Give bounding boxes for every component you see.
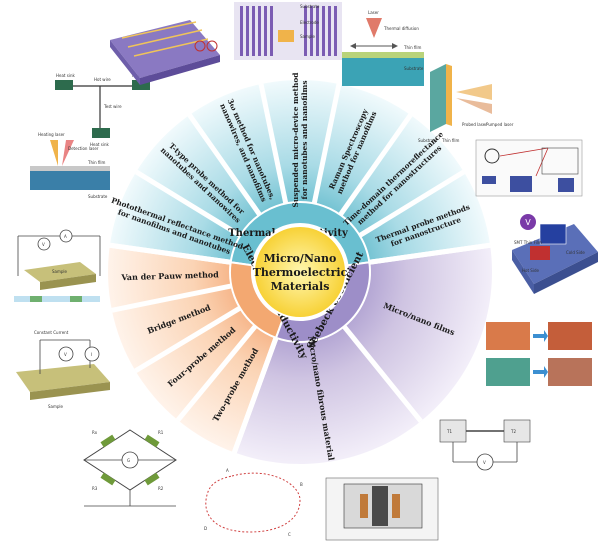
seebeck-cold-text: Cold Side [566, 250, 585, 255]
spoke-group [109, 83, 491, 454]
thermal-method-3-line-0: Suspended micro-device method [291, 73, 300, 208]
fp-cc-text: Constant Current [34, 330, 69, 335]
ptr-detection-text: Detection laser [68, 146, 99, 151]
tp-substrate-text: Substrate [418, 138, 438, 143]
sus-sample-text: Sample [300, 34, 316, 39]
ptr-substrate-text: Substrate [88, 194, 108, 199]
sector-divider [311, 83, 342, 204]
center-title-line2: Thermoelectric [253, 266, 348, 279]
bridge-rx-text: Rx [92, 430, 98, 435]
thermal-method-3-line-1: for nanotubes and nanofilms [300, 81, 309, 200]
sector-group [107, 79, 492, 464]
tdtr-laser-text: Laser [368, 10, 379, 15]
seebeck-ring-segment [274, 261, 371, 343]
seebeck-film-figure: V Cold Side Hot Side SMT Thin Film [512, 214, 598, 294]
sector-divider [342, 324, 423, 423]
fiber-v-text: V [483, 460, 486, 465]
tdtr-diffusion-text: Thermal diffusion [383, 26, 419, 31]
two-probe-figure: V A Sample [14, 229, 101, 302]
seebeck-sector [234, 245, 492, 464]
seebeck-film-text: SMT Thin Film [514, 240, 542, 245]
fp-v-text: V [64, 352, 67, 357]
tp-pumped-text: Pumped laser [486, 122, 514, 127]
center-circle [253, 225, 347, 319]
ptr-heating-text: Heating laser [38, 132, 65, 137]
sus-electrode-text: Electrode [300, 20, 319, 25]
fiber-t1-text: T1 [446, 429, 452, 434]
center-title-line3: Materials [271, 280, 330, 293]
raman-instrument-figure [475, 139, 583, 197]
t-heat-sink-3: Heat sink [90, 142, 109, 147]
photothermal-figure: Heating laser Detection laser Thin film … [30, 132, 110, 199]
category-ring [229, 201, 371, 343]
vdp-a-text: A [226, 468, 229, 473]
fiber-t2-text: T2 [510, 429, 516, 434]
thermal-ring-segment [229, 201, 371, 267]
tp-film-text: Thin film [441, 138, 460, 143]
fabrication-images-figure [486, 322, 592, 386]
thermal-probe-figure: Substrate Thin film Probed laser Pumped … [418, 64, 514, 143]
tp2-a-text: A [64, 234, 67, 239]
sector-divider [134, 169, 242, 238]
vdp-b-text: B [300, 482, 303, 487]
electrical-ring-segment [229, 261, 285, 340]
fp-sample-text: Sample [48, 404, 64, 409]
sector-divider [175, 324, 258, 422]
four-probe-figure: Constant Current V I Sample [16, 330, 110, 409]
bridge-g-text: G [127, 458, 130, 463]
van-der-pauw-figure: A B C D [204, 468, 303, 537]
seebeck-hot-text: Hot Side [522, 268, 539, 273]
ptr-film-text: Thin film [87, 160, 106, 165]
center-title-line1: Micro/Nano [264, 252, 337, 265]
tp-probe-text: Probed laser [462, 122, 487, 127]
seebeck-v-text: V [525, 218, 531, 227]
sector-divider [111, 283, 232, 313]
bridge-r3-text: R3 [92, 486, 98, 491]
tp2-sample-text: Sample [52, 269, 68, 274]
t-hot-wire: Hot wire [94, 77, 111, 82]
tdtr-substrate-text: Substrate [404, 66, 424, 71]
sector-divider [368, 242, 491, 265]
vdp-c-text: C [288, 532, 291, 537]
tdtr-figure: Laser Thermal diffusion Thin film Substr… [342, 10, 424, 86]
sector-divider [187, 113, 262, 217]
tp2-v-text: V [42, 242, 45, 247]
vdp-d-text: D [204, 526, 207, 531]
fp-i-text: I [91, 352, 92, 357]
suspended-device-figure: Substrate Electrode Sample [234, 2, 342, 60]
thermal-sector [109, 79, 491, 266]
apparatus-figure [325, 477, 439, 541]
sus-substrate-text: Substrate [300, 4, 320, 9]
sector-divider [258, 83, 289, 204]
sector-divider [358, 169, 466, 238]
three-omega-figure [110, 20, 220, 85]
t-heat-sink-1: Heat sink [56, 73, 75, 78]
fiber-seebeck-figure: V T1 T2 [439, 419, 531, 471]
sector-divider [338, 113, 413, 217]
bridge-r1-text: R1 [158, 430, 164, 435]
sector-divider [231, 336, 279, 454]
bridge-r2-text: R2 [158, 486, 164, 491]
t-type-figure: Heat sink Heat sink Heat sink Hot wire T… [55, 73, 151, 147]
electrical-method-3: Van der Pauw method [120, 269, 219, 282]
sector-divider [134, 305, 242, 374]
tdtr-film-text: Thin film [403, 45, 422, 50]
bridge-figure: G R1 Rx R2 R3 [83, 429, 177, 507]
t-test-wire: Test wire [103, 104, 122, 109]
sector-divider [109, 242, 232, 265]
